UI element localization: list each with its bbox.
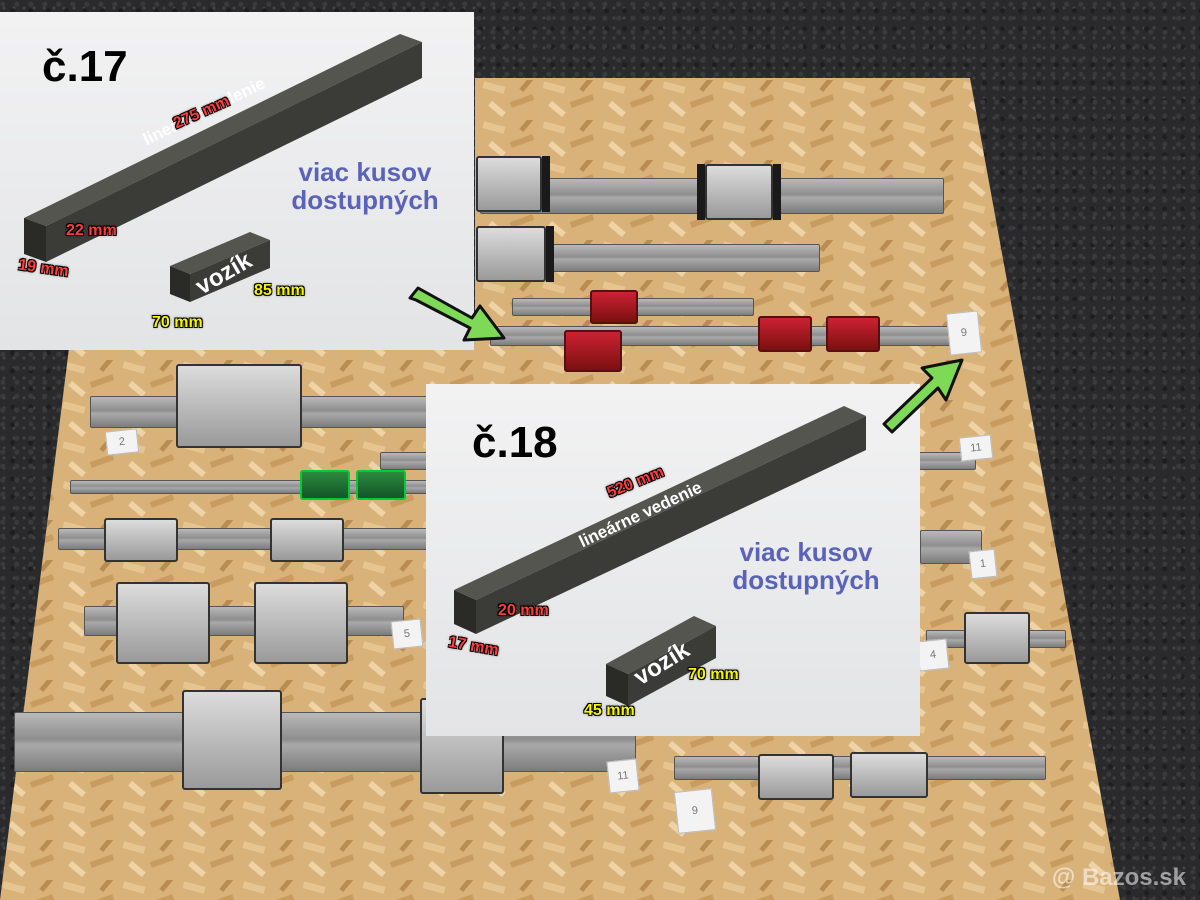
- arrow-icon: [882, 358, 964, 434]
- availability-text: viac kusov dostupných: [270, 158, 460, 214]
- carriage: [758, 316, 812, 352]
- availability-line: viac kusov: [298, 157, 432, 187]
- product-panel-17: č.17 lineárne vedenie 275 mm 22 mm 19 mm…: [0, 12, 474, 350]
- carriage: [564, 330, 622, 372]
- paper-tag: 11: [958, 434, 994, 462]
- carriage: [850, 752, 928, 798]
- carriage: [270, 518, 344, 562]
- paper-tag: 9: [673, 788, 717, 834]
- paper-tag: 9: [945, 310, 983, 356]
- availability-line: dostupných: [732, 565, 880, 595]
- carriage: [176, 364, 302, 448]
- carriage: [476, 226, 554, 282]
- carriage: [964, 612, 1030, 664]
- rail: [490, 326, 970, 346]
- watermark: @ Bazos.sk: [1051, 864, 1186, 891]
- availability-line: dostupných: [291, 185, 439, 215]
- carriage-width-label: 70 mm: [152, 314, 203, 331]
- carriage: [826, 316, 880, 352]
- carriage: [356, 470, 406, 500]
- carriage: [476, 156, 550, 212]
- paper-tag: 1: [968, 548, 998, 580]
- paper-tag: 2: [104, 428, 140, 456]
- rail-width-label: 20 mm: [498, 602, 549, 619]
- product-number: č.17: [42, 42, 128, 91]
- carriage: [590, 290, 638, 324]
- carriage: [758, 754, 834, 800]
- carriage-width-label: 45 mm: [584, 702, 635, 719]
- carriage: [254, 582, 348, 664]
- carriage: [104, 518, 178, 562]
- product-panel-18: č.18 lineárne vedenie 520 mm 20 mm 17 mm…: [426, 384, 920, 736]
- arrow-icon: [408, 286, 506, 342]
- product-number: č.18: [472, 418, 558, 467]
- rail-width-label: 22 mm: [66, 222, 117, 239]
- rail-illustration: [24, 34, 422, 302]
- carriage-length-label: 70 mm: [688, 666, 739, 683]
- paper-tag: 11: [606, 758, 640, 794]
- carriage: [182, 690, 282, 790]
- availability-line: viac kusov: [739, 537, 873, 567]
- carriage: [116, 582, 210, 664]
- carriage-length-label: 85 mm: [254, 282, 305, 299]
- paper-tag: 4: [916, 638, 950, 672]
- availability-text: viac kusov dostupných: [706, 538, 906, 594]
- paper-tag: 5: [390, 618, 424, 650]
- carriage: [697, 164, 781, 220]
- carriage: [300, 470, 350, 500]
- rail-illustration: [454, 406, 866, 706]
